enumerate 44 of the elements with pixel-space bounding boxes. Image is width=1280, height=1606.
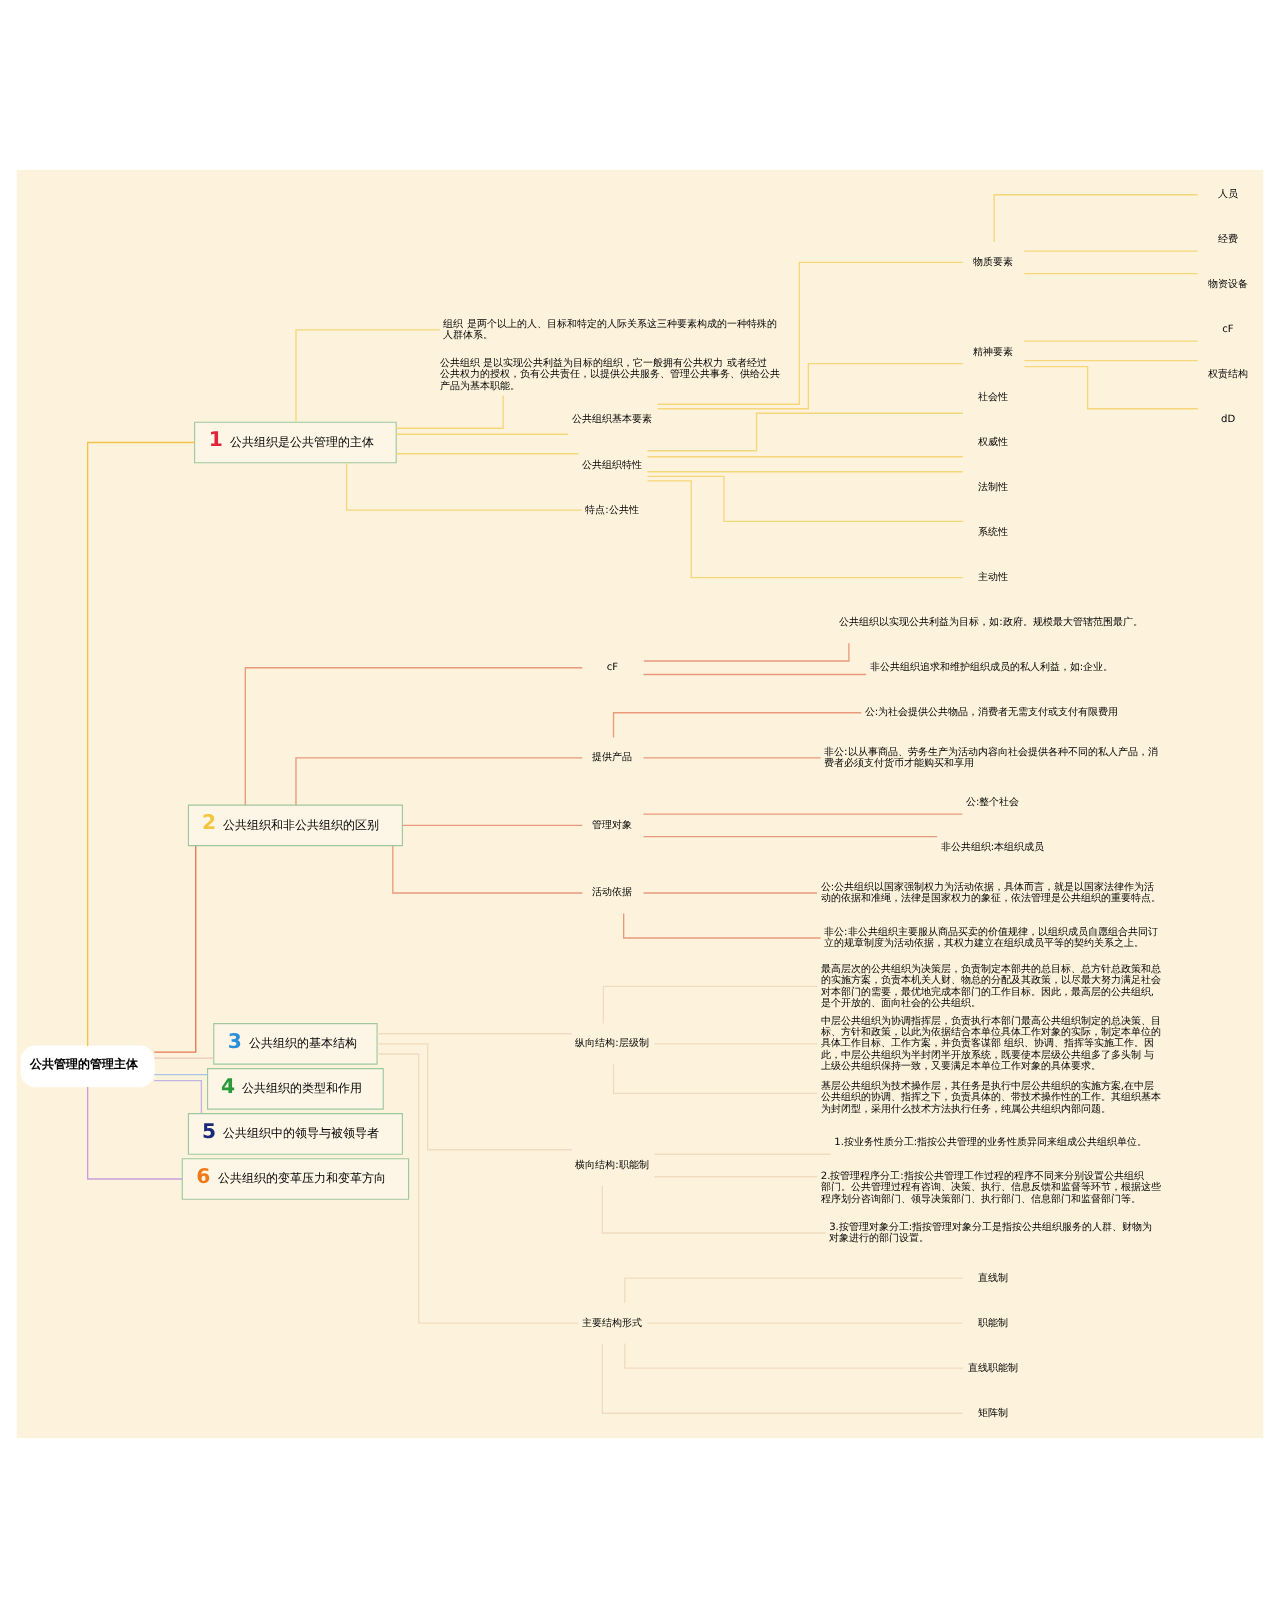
connector <box>601 1341 964 1413</box>
connector <box>345 461 583 510</box>
connector <box>601 1184 827 1233</box>
connector <box>646 470 964 472</box>
connector <box>1023 339 1199 341</box>
connector <box>657 362 964 409</box>
connector <box>392 844 584 893</box>
connector <box>646 474 964 522</box>
connector <box>376 1042 573 1150</box>
connector <box>993 193 1199 242</box>
connector <box>401 823 584 826</box>
connector <box>624 1276 964 1303</box>
connector <box>295 756 583 805</box>
connector <box>642 756 822 758</box>
connector <box>153 1072 209 1075</box>
connector <box>642 835 938 837</box>
connector <box>642 891 818 893</box>
connector <box>153 1078 203 1114</box>
connector <box>153 1056 215 1058</box>
connector <box>395 393 504 428</box>
connector <box>1023 359 1199 361</box>
connector <box>602 984 818 1024</box>
connector <box>1023 365 1199 409</box>
connector <box>1023 249 1199 251</box>
connector <box>612 711 862 738</box>
connector <box>86 1085 183 1179</box>
connector <box>376 1052 579 1323</box>
connector <box>295 328 441 422</box>
connector <box>395 452 580 454</box>
connector <box>646 455 964 457</box>
connector <box>86 440 196 1046</box>
connector <box>1023 271 1199 274</box>
connector <box>646 411 964 451</box>
connector <box>642 812 964 814</box>
connector <box>623 911 822 938</box>
connector <box>642 672 867 675</box>
connector <box>624 1341 964 1368</box>
connector <box>612 1062 818 1094</box>
connector <box>646 479 964 578</box>
connector <box>153 844 197 1052</box>
connector <box>244 666 583 805</box>
connector <box>656 260 964 404</box>
connector <box>395 432 569 434</box>
connector <box>643 641 850 661</box>
